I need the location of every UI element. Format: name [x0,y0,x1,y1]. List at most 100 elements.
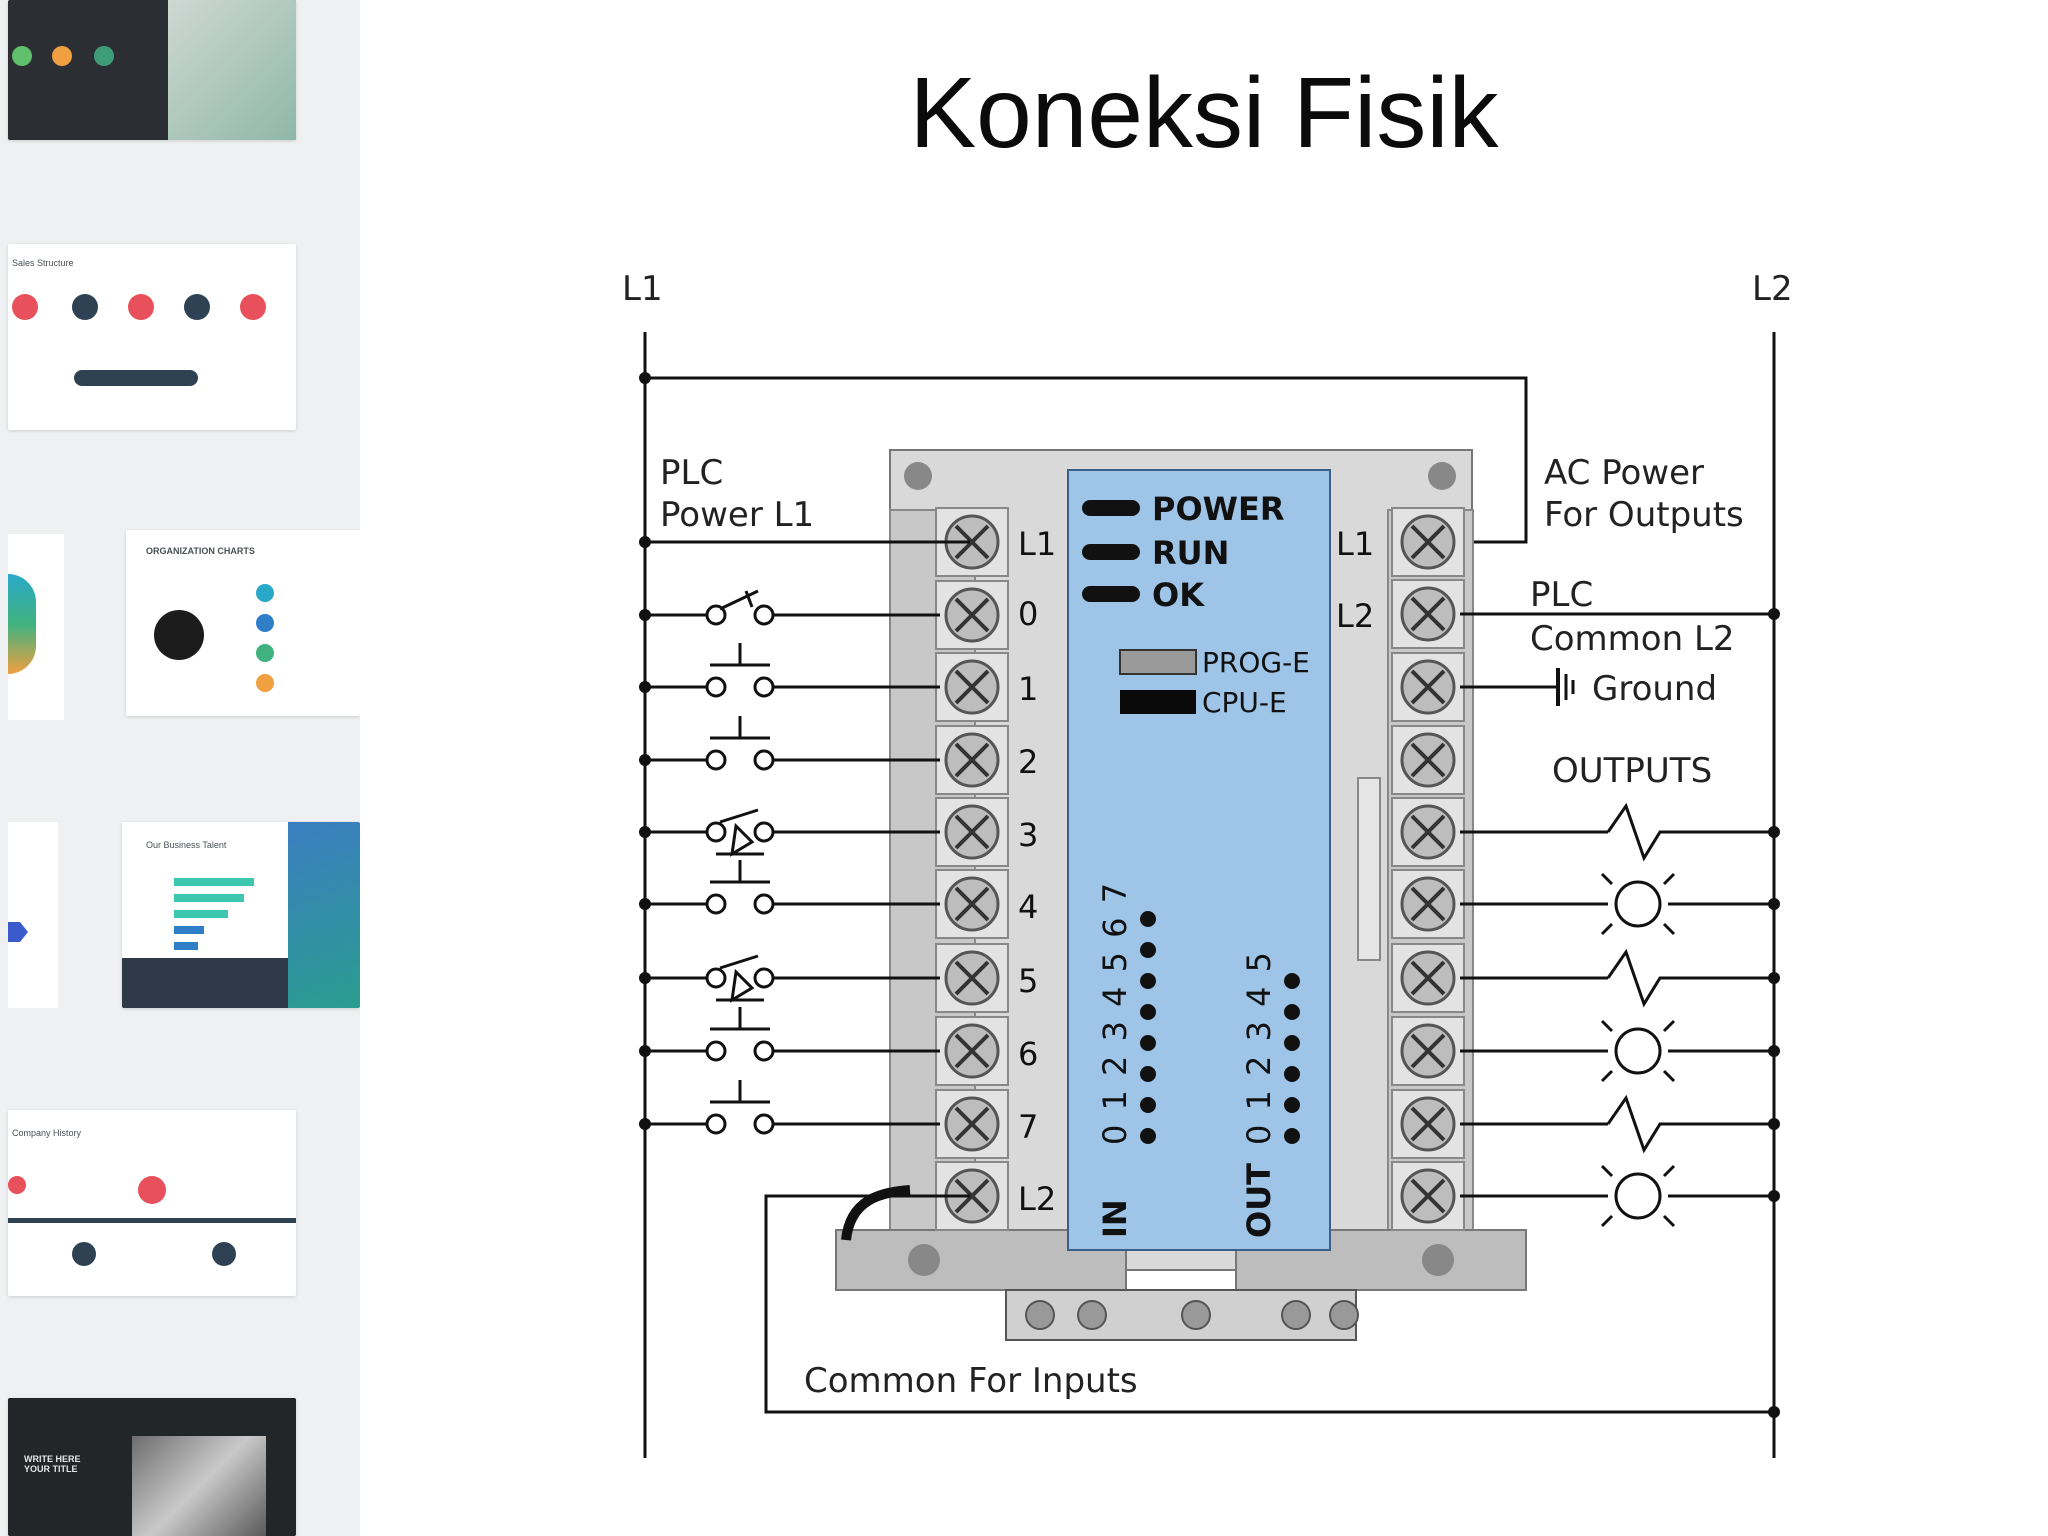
lamp-ray-icon [1600,872,1614,886]
left-terminal-label: 1 [1018,670,1038,708]
out-led-dot [1284,1035,1300,1051]
thumb-bar [174,910,228,918]
switch-contact [705,967,727,989]
switch-contact [753,604,775,626]
screw-slot [1410,814,1446,850]
screw-slot [1410,742,1446,778]
indicator-run: RUN [1152,534,1229,572]
thumb-dot [12,294,38,320]
junction-dot [639,754,651,766]
thumb-dot [138,1176,166,1204]
screw-slot [954,742,990,778]
junction-dot [1768,826,1780,838]
lamp-ray-icon [1662,1214,1676,1228]
screw-icon [1281,1300,1311,1330]
switch-contact [705,1040,727,1062]
screw-slot [954,814,990,850]
screw-slot [954,1106,990,1142]
input-devices [639,589,940,1135]
in-led-dot [1140,1128,1156,1144]
out-label: OUT [1240,1163,1278,1238]
thumb-photo [288,822,360,1008]
thumb-caption: ORGANIZATION CHARTS [146,546,255,556]
junction-dot [639,681,651,693]
limit-switch-icon [730,968,755,1003]
switch-contact [753,749,775,771]
plc-common-label: Common L2 [1530,619,1735,659]
slide-thumbnail-4[interactable]: Our Business Talent [122,822,360,1008]
module-prog-e: PROG-E [1202,646,1310,679]
in-led-dot [1140,1097,1156,1113]
in-led-dot [1140,942,1156,958]
slide-thumbnail-panel[interactable]: Sales Structure ORGANIZATION CHARTS Our … [0,0,360,1536]
out-led-dots [1284,973,1300,1144]
screw-slot [1410,960,1446,996]
left-terminal-label: L2 [1018,1180,1056,1218]
lamp-ray-icon [1600,1069,1614,1083]
slide-thumbnail-3[interactable]: ORGANIZATION CHARTS [126,530,360,716]
switch-contact [705,676,727,698]
thumb-dot [212,1242,236,1266]
screw-slot [954,1033,990,1069]
thumb-pill [74,370,198,386]
coil-icon [1606,1094,1668,1154]
in-led-dot [1140,1066,1156,1082]
out-led-dot [1284,1004,1300,1020]
ac-power-label: AC Power [1544,453,1704,493]
ok-led-icon [1082,586,1140,602]
in-led-numbers: 0 1 2 3 4 5 6 7 [1096,881,1134,1145]
lamp-icon [1614,1172,1662,1220]
junction-dot [1768,972,1780,984]
thumb-bar [174,894,244,902]
mount-screw-icon [1422,1244,1454,1276]
thumb-partial [8,822,58,1008]
slide-thumbnail-1[interactable] [8,0,296,140]
switch-contact [753,676,775,698]
power-led-icon [1082,500,1140,516]
thumb-dot [256,584,274,602]
switch-contact [753,893,775,915]
common-inputs-label: Common For Inputs [804,1361,1138,1401]
screw-slot [1410,524,1446,560]
plc-side-latch [1357,777,1381,961]
rail-right-label: L2 [1752,270,1793,309]
screw-slot [1410,669,1446,705]
switch-contact [705,893,727,915]
thumb-dot [52,46,72,66]
junction-dot [1768,1190,1780,1202]
in-label: IN [1096,1199,1134,1238]
junction-dot [639,826,651,838]
thumb-dot [256,674,274,692]
switch-lever-icon [744,590,754,608]
screw-icon [1077,1300,1107,1330]
slide-thumbnail-6[interactable]: WRITE HERE YOUR TITLE [8,1398,296,1536]
screw-slot [954,886,990,922]
screw-slot [954,524,990,560]
in-led-dot [1140,911,1156,927]
slide-thumbnail-2[interactable]: Sales Structure [8,244,296,430]
junction-dot [639,1045,651,1057]
left-terminal-label: 5 [1018,962,1038,1000]
indicator-power: POWER [1152,490,1284,528]
left-terminal-label: 2 [1018,743,1038,781]
in-led-dots [1140,911,1156,1144]
out-led-numbers: 0 1 2 3 4 5 [1240,950,1278,1145]
switch-contact [705,1113,727,1135]
run-led-icon [1082,544,1140,560]
outputs-label: OUTPUTS [1552,751,1712,791]
thumb-dot [72,294,98,320]
screw-slot [1410,1178,1446,1214]
junction-dot [1768,1118,1780,1130]
junction-dot [1768,608,1780,620]
screw-slot [1410,886,1446,922]
thumb-photo [168,0,296,140]
thumb-dot [184,294,210,320]
output-devices [1460,802,1780,1228]
switch-contact [705,821,727,843]
switch-contact [753,967,775,989]
indicator-ok: OK [1152,576,1205,614]
thumb-circle [154,610,204,660]
thumb-bar [174,942,198,950]
slide-thumbnail-5[interactable]: Company History [8,1110,296,1296]
out-led-dot [1284,973,1300,989]
